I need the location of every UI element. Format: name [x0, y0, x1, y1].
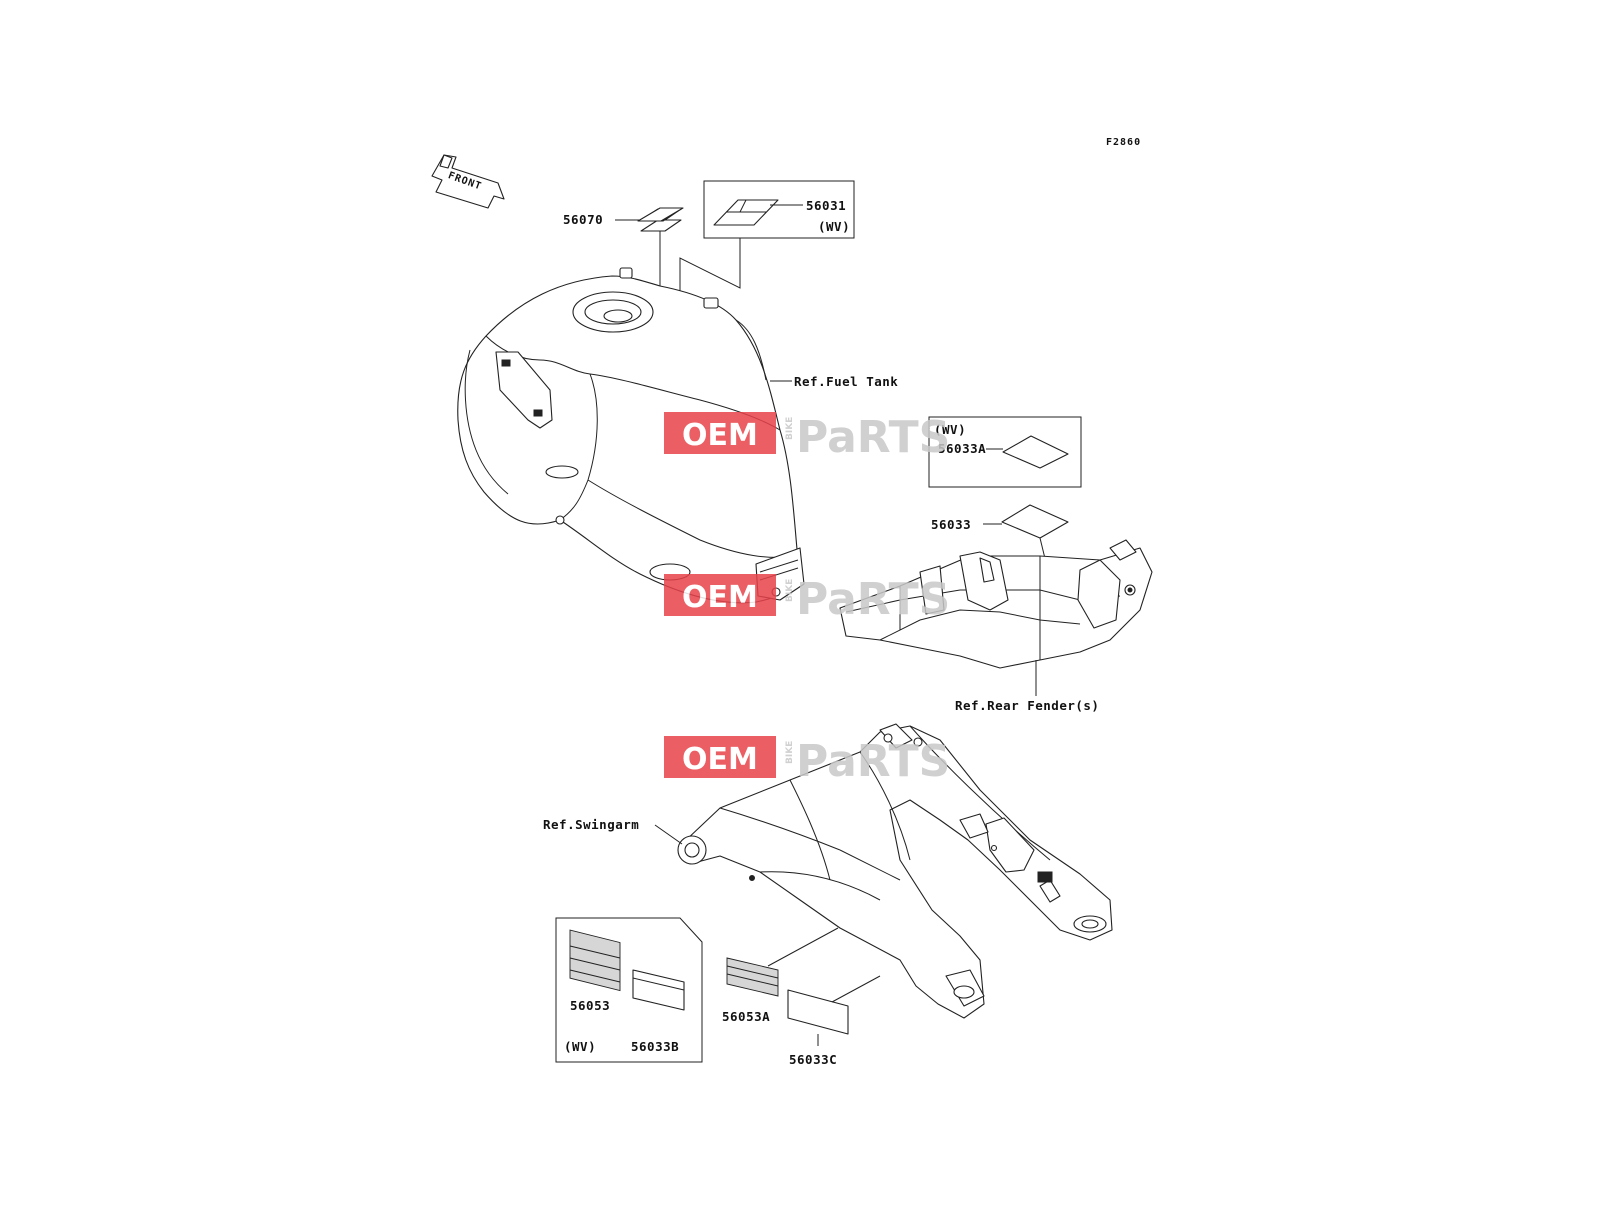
leader-swingarm: [654, 824, 683, 845]
leader-56053a: [767, 927, 839, 967]
fuel-tank-drawing: [457, 267, 805, 604]
label-56031-note: (WV): [818, 219, 850, 234]
watermark-left-3: OEM: [682, 742, 758, 777]
watermark-small-3: BIKE: [785, 741, 795, 764]
watermark-right: PaRTS: [796, 412, 950, 463]
label-56053-note: (WV): [564, 1039, 596, 1054]
box-56053: [555, 917, 703, 1063]
figure-code: F2860: [1106, 137, 1141, 148]
label-ref-rear-fender: Ref.Rear Fender(s): [955, 698, 1099, 713]
rear-fender-drawing: [839, 539, 1153, 669]
decal-56053a: [726, 957, 779, 997]
label-56033b: 56033B: [631, 1039, 679, 1054]
decal-56033: [1001, 504, 1069, 539]
box-56031: [703, 180, 855, 239]
label-ref-fuel-tank: Ref.Fuel Tank: [794, 374, 898, 389]
decal-56033a-shape: [1002, 435, 1069, 469]
decal-56070-shape: [637, 207, 684, 222]
watermark-logo-3: OEM BIKE PaRTS: [664, 736, 950, 787]
watermark-small-2: BIKE: [785, 579, 795, 602]
label-ref-swingarm: Ref.Swingarm: [543, 817, 639, 832]
watermark-small: BIKE: [785, 417, 795, 440]
watermark-logo-2: OEM BIKE PaRTS: [664, 574, 950, 625]
watermark-right-3: PaRTS: [796, 736, 950, 787]
label-56033a: 56033A: [938, 441, 986, 456]
label-56033: 56033: [931, 517, 971, 532]
decal-56033b: [632, 969, 685, 1011]
box-56033a: [928, 416, 1082, 488]
label-56033c: 56033C: [789, 1052, 837, 1067]
watermark-logo: OEM BIKE PaRTS: [664, 412, 950, 463]
label-56033a-note: (WV): [934, 422, 966, 437]
decal-56053: [569, 929, 621, 992]
label-56053: 56053: [570, 998, 610, 1013]
label-56053a: 56053A: [722, 1009, 770, 1024]
decal-56033c: [787, 989, 849, 1035]
watermark-badge-2: [664, 574, 776, 616]
watermark-left: OEM: [682, 418, 758, 453]
label-56031: 56031: [806, 198, 846, 213]
swingarm-drawing: [677, 723, 1113, 1019]
watermark-left-2: OEM: [682, 580, 758, 615]
leader-56033c: [831, 975, 881, 1003]
front-arrow-icon: FRONT: [431, 154, 505, 209]
watermark-right-2: PaRTS: [796, 574, 950, 625]
watermark-badge-3: [664, 736, 776, 778]
label-56070: 56070: [563, 212, 603, 227]
watermark-badge: [664, 412, 776, 454]
